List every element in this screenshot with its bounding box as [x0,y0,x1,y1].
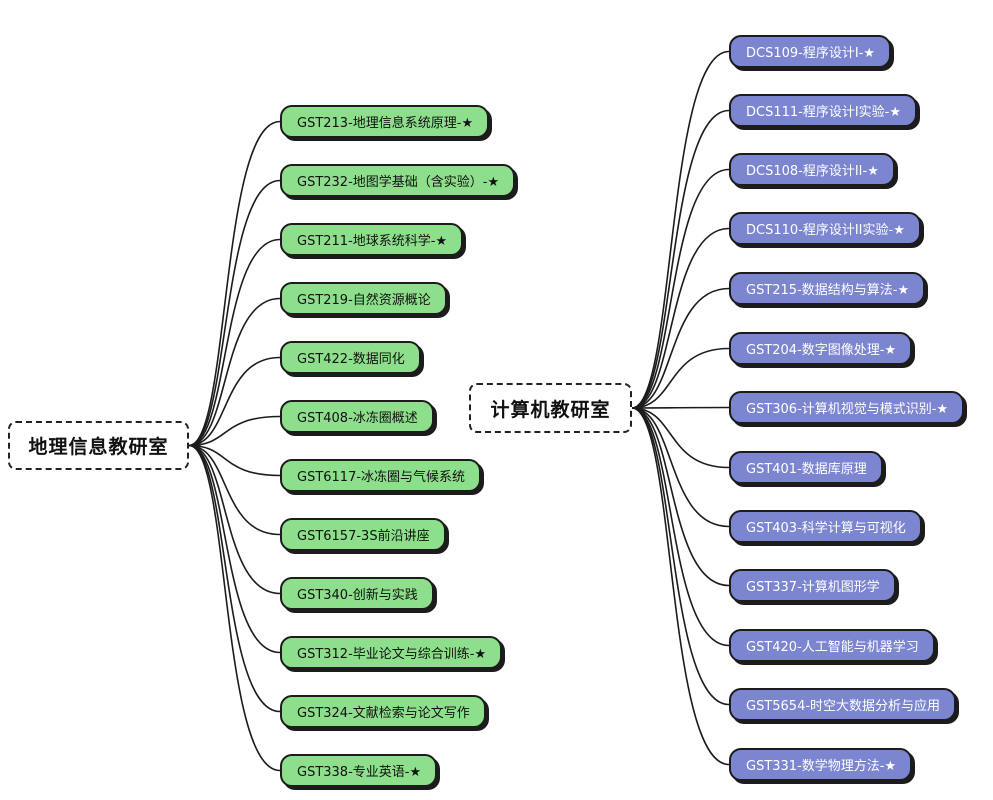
right-node-label: GST215-数据结构与算法-★ [746,283,910,298]
right-node-label: GST403-科学计算与可视化 [746,521,906,536]
right-connector [631,407,730,706]
right-connector [631,406,730,409]
connector-lines [188,50,730,772]
right-node[interactable]: GST5654-时空大数据分析与应用 [729,688,957,721]
right-node[interactable]: GST337-计算机图形学 [729,569,896,602]
left-connector [188,297,281,447]
left-node[interactable]: GST422-数据同化 [280,341,421,374]
left-node-label: GST338-专业英语-★ [297,765,422,780]
left-root-label: 地理信息教研室 [28,436,169,458]
left-node-label: GST219-自然资源概论 [297,293,431,308]
right-node-label: DCS108-程序设计II-★ [746,164,879,179]
left-connector [188,444,281,713]
right-node[interactable]: GST401-数据库原理 [729,451,883,484]
left-node[interactable]: GST324-文献检索与论文写作 [280,695,486,728]
left-node[interactable]: GST408-冰冻圈概述 [280,400,434,433]
right-node[interactable]: GST403-科学计算与可视化 [729,510,922,543]
right-connector [631,407,730,766]
left-node-label: GST213-地理信息系统原理-★ [297,116,474,131]
left-node[interactable]: GST338-专业英语-★ [280,754,438,787]
left-connector [188,444,281,536]
left-connector [188,444,281,595]
right-node[interactable]: GST204-数字图像处理-★ [729,332,913,365]
right-connector [631,407,730,469]
right-node-label: GST306-计算机视觉与模式识别-★ [746,402,949,417]
left-connector [188,356,281,447]
right-node[interactable]: GST306-计算机视觉与模式识别-★ [729,391,965,424]
right-node-label: GST401-数据库原理 [746,462,867,477]
right-node[interactable]: DCS109-程序设计I-★ [729,35,892,68]
right-node[interactable]: GST420-人工智能与机器学习 [729,629,935,662]
right-connector [631,50,730,409]
right-node[interactable]: GST215-数据结构与算法-★ [729,272,926,305]
left-node-label: GST340-创新与实践 [297,588,418,603]
right-node-label: GST331-数学物理方法-★ [746,759,897,774]
left-node[interactable]: GST213-地理信息系统原理-★ [280,105,490,138]
left-node[interactable]: GST312-毕业论文与综合训练-★ [280,636,503,669]
left-node[interactable]: GST6117-冰冻圈与气候系统 [280,459,482,492]
right-connector [631,227,730,409]
left-node[interactable]: GST211-地球系统科学-★ [280,223,464,256]
left-connector [188,444,281,477]
left-node-label: GST422-数据同化 [297,352,405,367]
right-connector [631,407,730,587]
right-connector [631,168,730,409]
left-node[interactable]: GST232-地图学基础（含实验）-★ [280,164,516,197]
left-connector [188,444,281,772]
left-node[interactable]: GST340-创新与实践 [280,577,434,610]
right-node-label: GST204-数字图像处理-★ [746,343,897,358]
right-node-label: DCS111-程序设计I实验-★ [746,105,902,120]
left-connector [188,415,281,447]
left-connector [188,444,281,654]
right-connector [631,407,730,528]
right-node[interactable]: GST331-数学物理方法-★ [729,748,913,781]
right-node-label: GST5654-时空大数据分析与应用 [746,699,941,714]
right-node-label: GST337-计算机图形学 [746,580,880,595]
right-node[interactable]: DCS108-程序设计II-★ [729,153,895,186]
right-node-label: DCS110-程序设计II实验-★ [746,223,905,238]
left-connector [188,238,281,447]
right-connector [631,287,730,409]
left-node-label: GST6157-3S前沿讲座 [297,529,430,544]
right-connector [631,347,730,409]
left-root-node[interactable]: 地理信息教研室 [8,421,189,470]
left-node-label: GST324-文献检索与论文写作 [297,706,470,721]
left-node-label: GST232-地图学基础（含实验）-★ [297,175,500,190]
left-node-label: GST312-毕业论文与综合训练-★ [297,647,487,662]
right-root-label: 计算机教研室 [490,398,611,421]
right-root-node[interactable]: 计算机教研室 [469,383,632,433]
left-node-label: GST6117-冰冻圈与气候系统 [297,470,466,485]
right-connector [631,109,730,409]
right-node[interactable]: DCS110-程序设计II实验-★ [729,212,921,245]
left-connector [188,179,281,447]
left-node-label: GST211-地球系统科学-★ [297,234,448,249]
left-node[interactable]: GST6157-3S前沿讲座 [280,518,446,551]
left-node[interactable]: GST219-自然资源概论 [280,282,447,315]
left-node-label: GST408-冰冻圈概述 [297,411,418,426]
right-node-label: DCS109-程序设计I-★ [746,46,876,61]
left-connector [188,120,281,447]
right-connector [631,407,730,647]
right-node-label: GST420-人工智能与机器学习 [746,640,919,655]
right-node[interactable]: DCS111-程序设计I实验-★ [729,94,918,127]
